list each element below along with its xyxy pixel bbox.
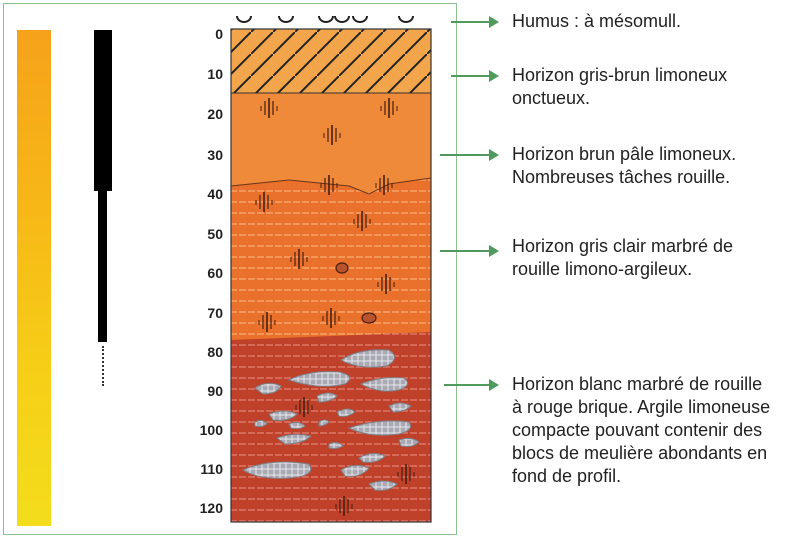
annotation-horizon-4: Horizon gris clair marbré de rouille lim… [512,235,792,281]
annotation-humus: Humus : à mésomull. [512,10,792,33]
depth-label-10: 10 [163,66,223,82]
depth-label-0: 0 [163,26,223,42]
depth-label-100: 100 [163,422,223,438]
root-depth-dotted [102,346,104,386]
humus-surface-marks [237,16,413,22]
depth-label-40: 40 [163,186,223,202]
annotation-horizon-2: Horizon gris-brun limoneux onctueux. [512,64,792,110]
root-depth-bar-thin [98,190,107,342]
depth-label-20: 20 [163,106,223,122]
arrow-horizon-5 [444,384,497,386]
arrow-humus [451,21,497,23]
arrow-horizon-2 [451,75,497,77]
color-gradient-bar [17,30,51,526]
depth-label-90: 90 [163,383,223,399]
soil-profile-diagram [229,10,435,530]
annotation-horizon-3: Horizon brun pâle limoneux. Nombreuses t… [512,143,792,189]
depth-label-70: 70 [163,305,223,321]
depth-label-50: 50 [163,226,223,242]
annotation-horizon-5: Horizon blanc marbré de rouille à rouge … [512,373,792,488]
depth-label-80: 80 [163,344,223,360]
depth-label-60: 60 [163,265,223,281]
depth-label-120: 120 [163,500,223,516]
root-depth-bar [94,30,112,191]
depth-label-30: 30 [163,147,223,163]
arrow-horizon-3 [440,154,497,156]
arrow-horizon-4 [440,250,497,252]
depth-label-110: 110 [163,461,223,477]
